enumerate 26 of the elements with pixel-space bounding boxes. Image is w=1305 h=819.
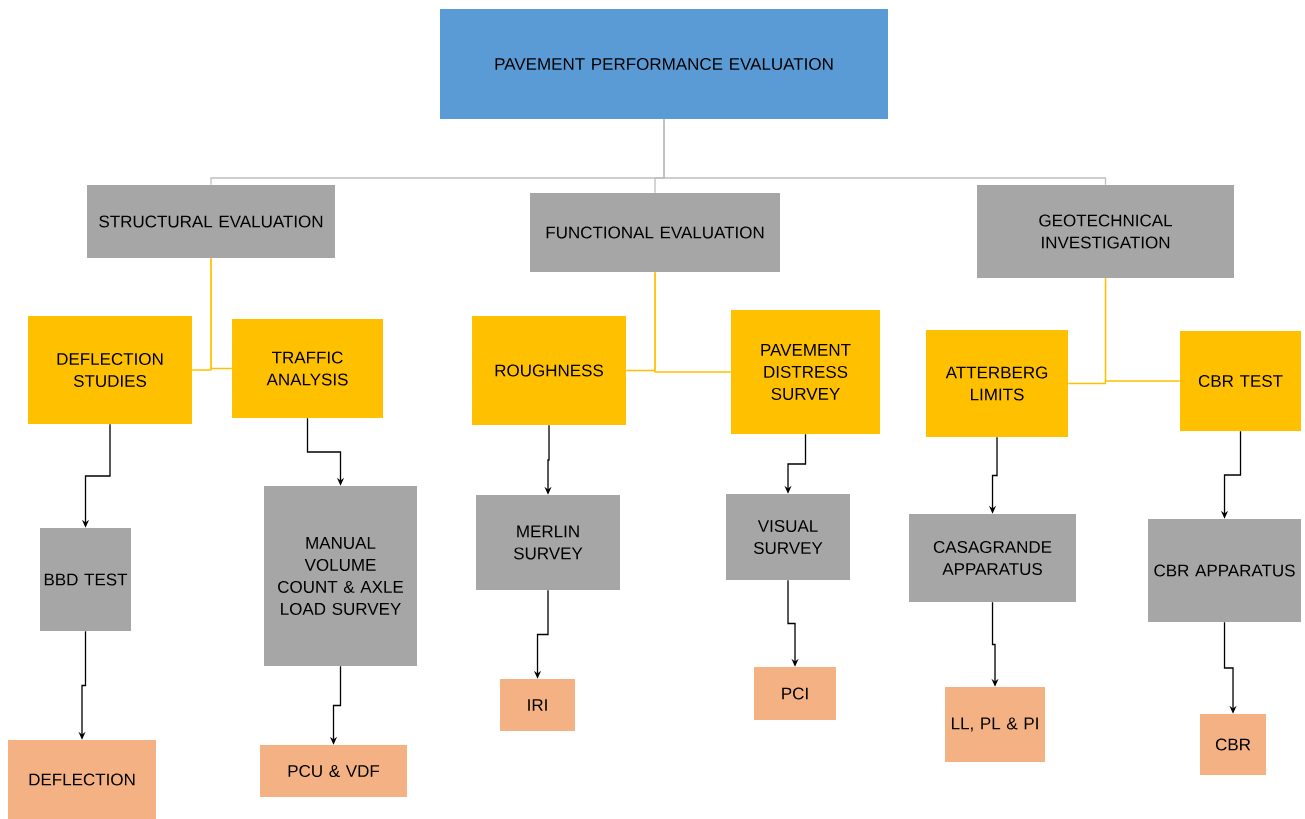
test-box: CASAGRANDE APPARATUS <box>909 514 1076 602</box>
result-box: LL, PL & PI <box>945 687 1045 762</box>
category-box: FUNCTIONAL EVALUATION <box>530 193 780 272</box>
connector <box>1104 277 1181 382</box>
connector <box>210 257 233 370</box>
category-box: STRUCTURAL EVALUATION <box>87 185 335 258</box>
method-box: ATTERBERG LIMITS <box>926 330 1068 437</box>
test-box: VISUAL SURVEY <box>726 494 850 580</box>
result-box: CBR <box>1200 714 1266 775</box>
method-box: TRAFFIC ANALYSIS <box>232 319 383 418</box>
result-box: PCI <box>754 667 836 720</box>
category-box: GEOTECHNICAL INVESTIGATION <box>977 185 1234 278</box>
result-box: IRI <box>500 679 575 731</box>
method-box: DEFLECTION STUDIES <box>28 316 192 424</box>
connector <box>654 271 732 373</box>
test-box: MANUAL VOLUME COUNT & AXLE LOAD SURVEY <box>264 486 417 666</box>
method-box: PAVEMENT DISTRESS SURVEY <box>731 310 880 434</box>
test-box: CBR APPARATUS <box>1148 519 1301 622</box>
method-box: CBR TEST <box>1180 331 1301 431</box>
test-box: MERLIN SURVEY <box>476 495 620 590</box>
result-box: PCU & VDF <box>260 745 407 797</box>
test-box: BBD TEST <box>40 528 131 631</box>
connector <box>663 118 1107 186</box>
title-box: PAVEMENT PERFORMANCE EVALUATION <box>440 9 888 119</box>
method-box: ROUGHNESS <box>472 316 626 425</box>
result-box: DEFLECTION <box>8 740 156 819</box>
